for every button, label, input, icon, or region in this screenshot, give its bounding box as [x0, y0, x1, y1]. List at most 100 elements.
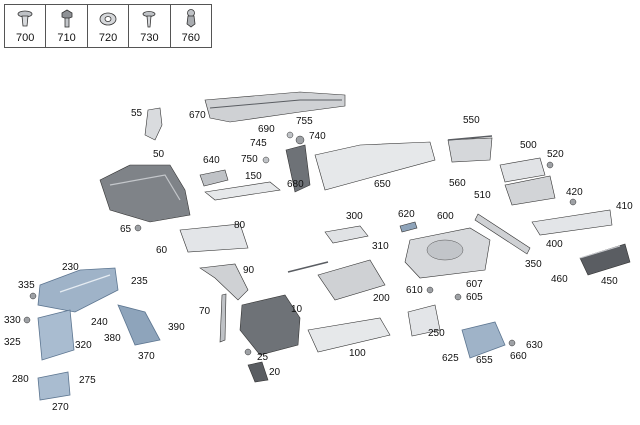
callout-330[interactable]: 330: [4, 315, 21, 326]
callout-55[interactable]: 55: [131, 108, 143, 119]
callout-60[interactable]: 60: [156, 245, 168, 256]
callout-750[interactable]: 750: [241, 154, 258, 165]
callout-625[interactable]: 625: [442, 353, 459, 364]
callout-630[interactable]: 630: [526, 340, 543, 351]
legend-number: 730: [140, 32, 159, 44]
part-740: [295, 135, 305, 145]
callout-600[interactable]: 600: [437, 211, 454, 222]
legend-number: 760: [181, 32, 200, 44]
callout-670[interactable]: 670: [189, 110, 206, 121]
callout-100[interactable]: 100: [349, 348, 366, 359]
callout-390[interactable]: 390: [168, 322, 185, 333]
push-rivet-clip-icon: [17, 10, 33, 27]
callout-610[interactable]: 610: [406, 285, 423, 296]
part-630: [508, 339, 516, 347]
callout-620[interactable]: 620: [398, 209, 415, 220]
part-200: [317, 259, 386, 301]
callout-335[interactable]: 335: [18, 280, 35, 291]
callout-250[interactable]: 250: [428, 328, 445, 339]
part-370: [117, 304, 161, 346]
part-620: [399, 221, 418, 233]
legend-number: 710: [57, 32, 76, 44]
part-80: [179, 223, 249, 253]
part-335: [29, 292, 37, 300]
fastener-legend-table: 700 710 720 730 760: [4, 4, 212, 48]
callout-605[interactable]: 605: [466, 292, 483, 303]
part-330: [23, 316, 31, 324]
callout-320[interactable]: 320: [75, 340, 92, 351]
part-150: [204, 181, 281, 201]
part-500: [499, 157, 546, 183]
part-25: [244, 348, 252, 356]
callout-280[interactable]: 280: [12, 374, 29, 385]
callout-740[interactable]: 740: [309, 131, 326, 142]
callout-80[interactable]: 80: [234, 220, 246, 231]
part-550: [447, 137, 493, 163]
callout-20[interactable]: 20: [269, 367, 281, 378]
callout-745[interactable]: 745: [250, 138, 267, 149]
callout-650[interactable]: 650: [374, 179, 391, 190]
callout-325[interactable]: 325: [4, 337, 21, 348]
callout-655[interactable]: 655: [476, 355, 493, 366]
part-90: [199, 263, 249, 301]
callout-230[interactable]: 230: [62, 262, 79, 273]
part-680: [285, 144, 311, 193]
part-420: [569, 198, 577, 206]
part-230: [37, 267, 119, 313]
callout-310[interactable]: 310: [372, 241, 389, 252]
callout-500[interactable]: 500: [520, 140, 537, 151]
callout-370[interactable]: 370: [138, 351, 155, 362]
callout-450[interactable]: 450: [601, 276, 618, 287]
callout-755[interactable]: 755: [296, 116, 313, 127]
legend-cell-700: 700: [5, 5, 47, 47]
callout-410[interactable]: 410: [616, 201, 633, 212]
callout-270[interactable]: 270: [52, 402, 69, 413]
callout-350[interactable]: 350: [525, 259, 542, 270]
legend-number: 720: [98, 32, 118, 44]
spring-nut-clip-icon: [99, 12, 117, 26]
callout-510[interactable]: 510: [474, 190, 491, 201]
callout-65[interactable]: 65: [120, 224, 132, 235]
callout-70[interactable]: 70: [199, 306, 211, 317]
callout-10[interactable]: 10: [291, 304, 303, 315]
expanding-clip-icon: [186, 9, 196, 28]
callout-235[interactable]: 235: [131, 276, 148, 287]
part-605: [454, 293, 462, 301]
part-690: [286, 131, 294, 139]
part-300: [324, 225, 369, 244]
callout-25[interactable]: 25: [257, 352, 269, 363]
callout-275[interactable]: 275: [79, 375, 96, 386]
part-510: [504, 175, 556, 206]
callout-560[interactable]: 560: [449, 178, 466, 189]
part-10: [239, 294, 301, 356]
callout-300[interactable]: 300: [346, 211, 363, 222]
callout-50[interactable]: 50: [153, 149, 165, 160]
part-65: [134, 224, 142, 232]
legend-number: 700: [16, 32, 35, 44]
screw-washer-icon: [143, 11, 156, 28]
callout-640[interactable]: 640: [203, 155, 220, 166]
callout-680[interactable]: 680: [287, 179, 304, 190]
part-350: [474, 213, 531, 255]
callout-690[interactable]: 690: [258, 124, 275, 135]
part-520: [546, 161, 554, 169]
callout-400[interactable]: 400: [546, 239, 563, 250]
part-640: [199, 169, 229, 187]
callout-240[interactable]: 240: [91, 317, 108, 328]
callout-380[interactable]: 380: [104, 333, 121, 344]
part-610: [426, 286, 434, 294]
callout-200[interactable]: 200: [373, 293, 390, 304]
callout-660[interactable]: 660: [510, 351, 527, 362]
callout-150[interactable]: 150: [245, 171, 262, 182]
part-750: [262, 156, 270, 164]
callout-607[interactable]: 607: [466, 279, 483, 290]
callout-420[interactable]: 420: [566, 187, 583, 198]
legend-cell-730: 730: [129, 5, 171, 47]
callout-90[interactable]: 90: [243, 265, 255, 276]
callout-550[interactable]: 550: [463, 115, 480, 126]
part-70: [219, 293, 227, 343]
callout-520[interactable]: 520: [547, 149, 564, 160]
part-650: [314, 141, 436, 191]
callout-460[interactable]: 460: [551, 274, 568, 285]
